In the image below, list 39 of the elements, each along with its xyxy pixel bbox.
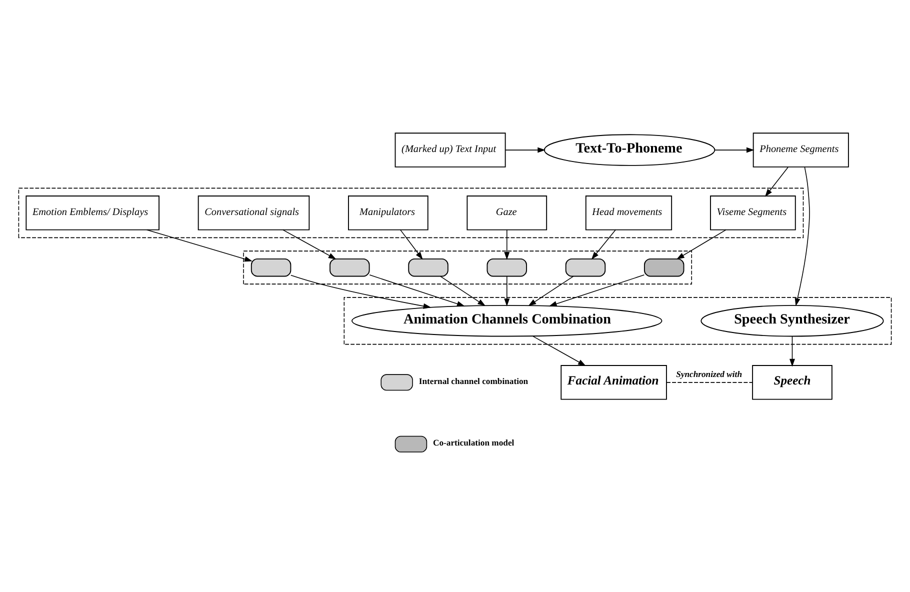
node-box: Conversational signals: [198, 195, 310, 230]
arrow: [548, 274, 645, 306]
node-box: Facial Animation: [560, 364, 667, 400]
edge-label: Synchronized with: [676, 368, 742, 378]
node-box: [408, 258, 448, 276]
arrow: [504, 229, 510, 260]
arrow: [290, 274, 432, 308]
legend-label: Co-articulation model: [432, 437, 514, 448]
node-ellipse: Animation Channels Combination: [352, 304, 662, 336]
node-box: [330, 258, 370, 276]
node-box: Viseme Segments: [710, 195, 796, 230]
arrow: [400, 229, 423, 260]
arrow: [282, 229, 336, 259]
node-box: [486, 258, 527, 276]
arrow: [764, 166, 788, 196]
node-box: Phoneme Segments: [752, 132, 849, 167]
node-box: Manipulators: [348, 195, 428, 230]
node-box: Gaze: [466, 195, 548, 230]
arrow: [714, 146, 754, 152]
arrow: [794, 166, 810, 306]
arrow: [146, 228, 252, 262]
node-box: Head movements: [585, 195, 672, 230]
node-box: Speech: [752, 364, 832, 400]
legend-label: Internal channel combination: [418, 375, 528, 386]
node-box: Emotion Emblems/ Displays: [26, 195, 160, 230]
arrow: [528, 276, 574, 306]
arrow: [505, 146, 546, 152]
arrow: [591, 229, 616, 260]
node-box: [565, 258, 606, 276]
node-ellipse: Text-To-Phoneme: [544, 134, 716, 166]
arrow: [369, 274, 465, 306]
node-box: (Marked up) Text Input: [394, 132, 506, 167]
node-box: [250, 258, 292, 276]
node-box: [644, 258, 684, 276]
arrow: [790, 336, 795, 366]
arrow: [440, 276, 486, 306]
arrow: [532, 335, 586, 366]
arrow: [504, 276, 510, 306]
node-ellipse: Speech Synthesizer: [700, 304, 884, 336]
